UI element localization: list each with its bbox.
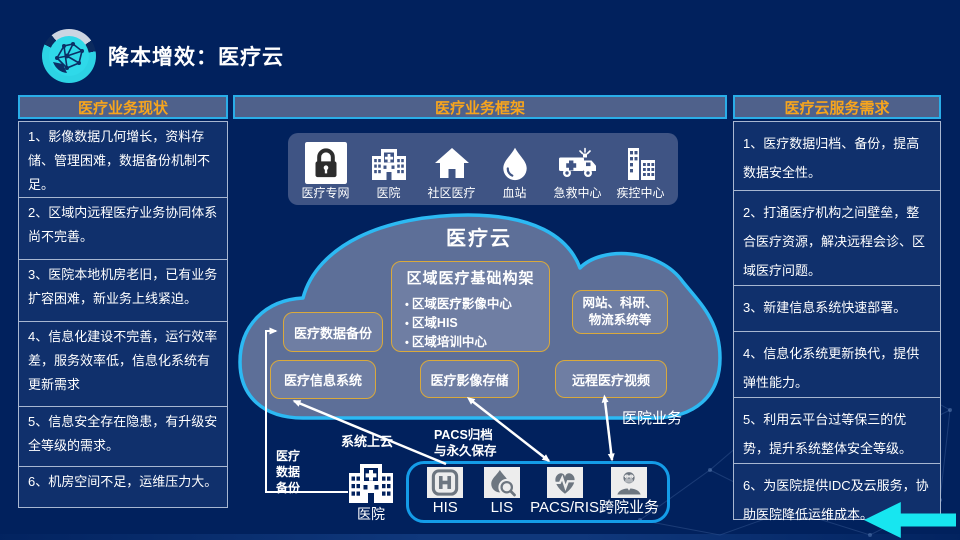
status-item-4: 4、信息化建设不完善，运行效率差，服务效率低，信息化系统有更新需求: [19, 322, 227, 407]
sys-label: 跨院业务: [599, 499, 660, 516]
org-label: 疾控中心: [616, 186, 665, 200]
right-panel-header: 医疗云服务需求: [733, 95, 941, 119]
infra-bullet-his: 区域HIS: [405, 314, 549, 333]
home-icon: [434, 148, 469, 178]
pacs-archive-line2: 与永久保存: [434, 444, 497, 458]
org-item-cdc: 疾控中心: [609, 137, 672, 201]
backup-vertical-line3: 备份: [276, 481, 301, 495]
globe-network-icon: [53, 42, 84, 73]
need-item-5: 5、利用云平台过等保三的优势，提升系统整体安全等级。: [734, 398, 940, 464]
web-research-logistics-box: 网站、科研、 物流系统等: [572, 290, 668, 334]
slide-title: 降本增效：医疗云: [108, 46, 284, 69]
org-label: 医院: [376, 186, 401, 200]
status-item-6: 6、机房空间不足，运维压力大。: [28, 474, 218, 489]
backup-vertical-label: 医疗 数据 备份: [276, 448, 300, 496]
hospital-building: [345, 457, 397, 510]
web-box-line2: 物流系统等: [588, 313, 652, 327]
hospital-business-label: 医院业务: [622, 410, 683, 427]
blood-drop-icon: [502, 147, 527, 181]
hospital-systems-panel: HIS LIS PACS/RIS: [406, 461, 670, 523]
sys-item-pacs: PACS/RIS: [530, 467, 599, 517]
buildings-icon: [627, 148, 655, 180]
status-item-1: 1、影像数据几何增长，资料存储、管理困难，数据备份机制不足。: [19, 122, 227, 198]
org-item-hospital: 医院: [357, 137, 420, 201]
need-item-2: 2、打通医疗机构之间壁垒，整合医疗资源，解决远程会诊、区域医疗问题。: [734, 191, 940, 286]
hospital-label: 医院: [357, 506, 385, 522]
data-backup-box: 医疗数据备份: [283, 312, 383, 352]
sys-label: LIS: [490, 499, 514, 516]
pacs-icon: [546, 467, 583, 498]
bottom-glow: [0, 534, 960, 540]
need-item-3: 3、新建信息系统快速部署。: [734, 286, 940, 332]
org-label: 急救中心: [553, 186, 602, 200]
need-item-6: 6、为医院提供IDC及云服务，协助医院降低运维成本。: [743, 478, 929, 522]
system-to-cloud-label: 系统上云: [341, 434, 394, 449]
infra-bullet-imaging: 区域医疗影像中心: [405, 295, 549, 314]
cloud-title: 医疗云: [446, 228, 512, 250]
pacs-archive-label: PACS归档 与永久保存: [434, 427, 497, 459]
lock-icon: [304, 142, 347, 184]
doctor-icon: [611, 467, 647, 498]
pacs-archive-line1: PACS归档: [434, 428, 493, 442]
need-item-4: 4、信息化系统更新换代，提供弹性能力。: [734, 332, 940, 398]
sys-label: HIS: [432, 499, 458, 516]
status-item-2: 2、区域内远程医疗业务协同体系尚不完善。: [19, 198, 227, 260]
web-box-line1: 网站、科研、: [582, 296, 658, 310]
status-item-3: 3、医院本地机房老旧，已有业务扩容困难，新业务上线紧迫。: [19, 260, 227, 322]
infra-bullet-training: 区域培训中心: [405, 333, 549, 352]
org-item-emergency: 急救中心: [546, 137, 609, 201]
need-item-1: 1、医疗数据归档、备份，提高数据安全性。: [734, 122, 940, 191]
status-item-5: 5、信息安全存在隐患，有升级安全等级的需求。: [19, 407, 227, 467]
org-item-private-network: 医疗专网: [294, 137, 357, 201]
current-status-panel: 1、影像数据几何增长，资料存储、管理困难，数据备份机制不足。 2、区域内远程医疗…: [18, 121, 228, 508]
backup-vertical-line2: 数据: [276, 465, 301, 479]
lis-icon: [483, 467, 520, 498]
remote-video-box: 远程医疗视频: [555, 360, 667, 398]
hospital-building-icon: [349, 464, 393, 503]
medical-orgs-panel: 医疗专网: [288, 133, 678, 205]
org-label: 血站: [502, 186, 527, 200]
ambulance-icon: [558, 147, 596, 177]
sys-item-lis: LIS: [474, 467, 531, 517]
sys-label: PACS/RIS: [530, 499, 599, 516]
org-item-blood-station: 血站: [483, 137, 546, 201]
sys-item-cross-hospital: 跨院业务: [599, 467, 659, 517]
cloud-needs-panel: 1、医疗数据归档、备份，提高数据安全性。 2、打通医疗机构之间壁垒，整合医疗资源…: [733, 121, 941, 522]
regional-infra-box: 区域医疗基础构架 区域医疗影像中心 区域HIS 区域培训中心: [391, 261, 550, 352]
center-panel-header: 医疗业务框架: [233, 95, 727, 119]
sys-item-his: HIS: [417, 467, 474, 517]
org-label: 医疗专网: [301, 186, 350, 200]
app-logo: [42, 29, 96, 83]
medical-info-system-box: 医疗信息系统: [270, 360, 376, 399]
left-panel-header: 医疗业务现状: [18, 95, 228, 119]
regional-infra-title: 区域医疗基础构架: [406, 270, 535, 287]
his-icon: [427, 467, 464, 498]
org-item-community: 社区医疗: [420, 137, 483, 201]
hospital-icon: [371, 149, 406, 180]
org-label: 社区医疗: [427, 186, 476, 200]
image-storage-box: 医疗影像存储: [420, 360, 519, 398]
backup-vertical-line1: 医疗: [276, 449, 301, 463]
